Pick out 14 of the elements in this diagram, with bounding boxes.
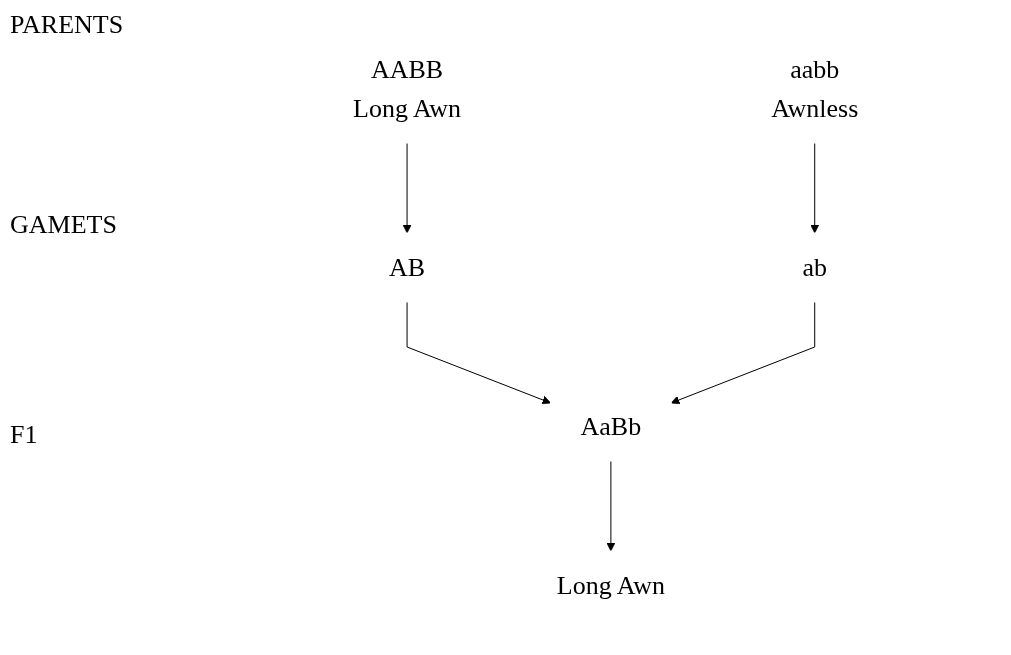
row-label: F1 — [10, 420, 38, 450]
node-text: AB — [388, 253, 425, 282]
arrow — [402, 142, 412, 234]
node-text: ab — [802, 253, 827, 282]
arrow — [670, 301, 816, 405]
arrow — [810, 142, 819, 234]
node-text: AABB Long Awn — [352, 55, 461, 123]
node-text: Long Awn — [556, 571, 665, 600]
arrow — [406, 301, 551, 405]
node-text: AaBb — [580, 412, 642, 441]
row-label: GAMETS — [10, 210, 117, 240]
node-text: aabb Awnless — [770, 55, 859, 123]
arrow — [606, 460, 616, 552]
row-label: PARENTS — [10, 10, 124, 40]
